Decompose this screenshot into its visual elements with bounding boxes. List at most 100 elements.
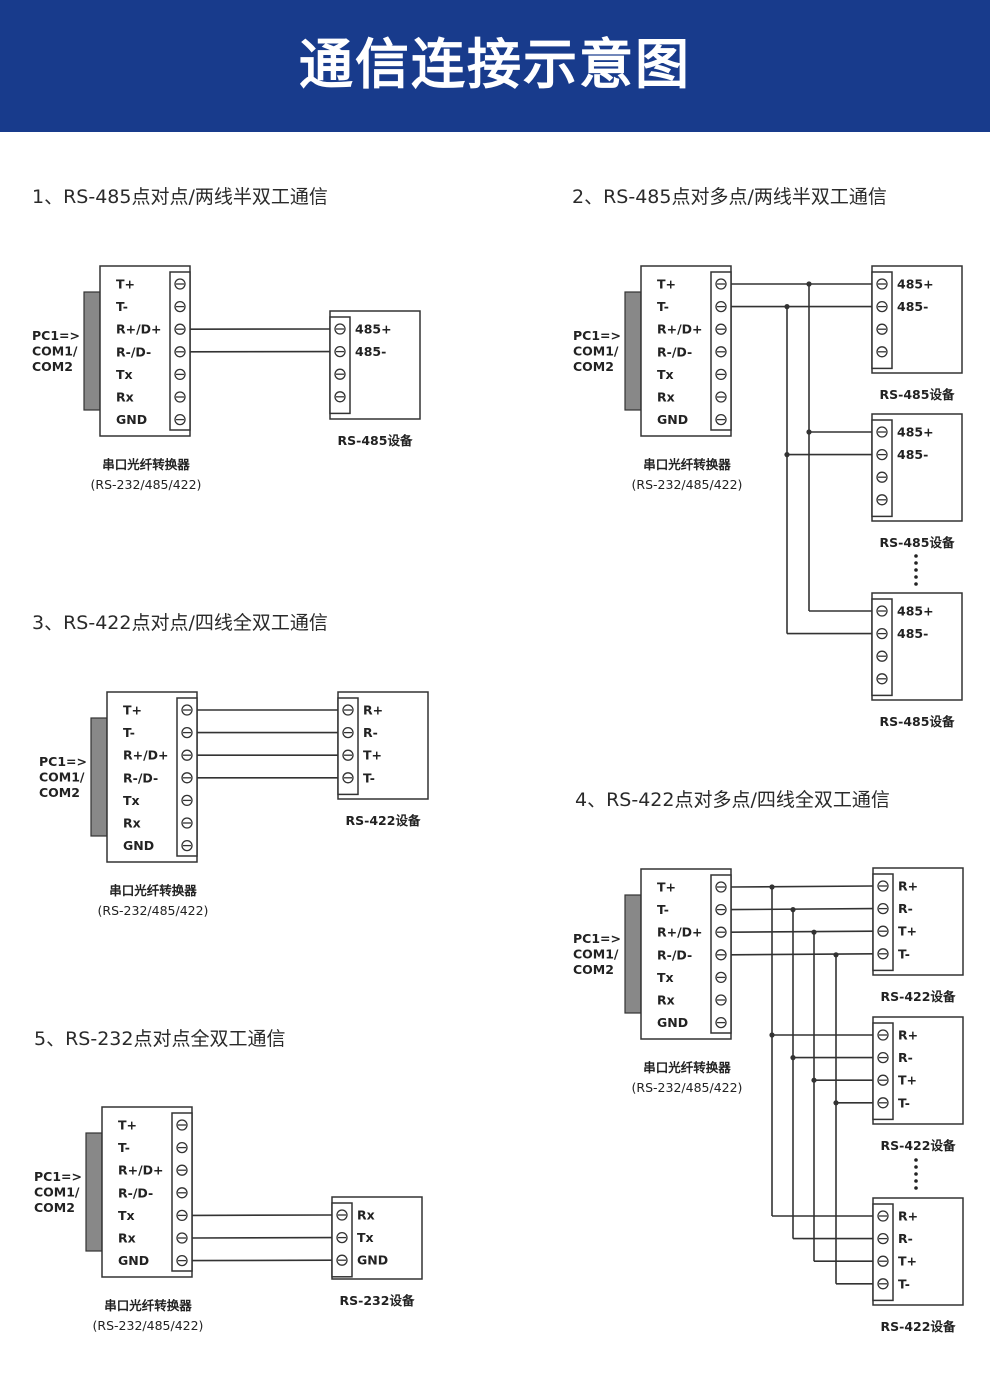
rs422-device-4-3: R+R-T+T-RS-422设备 <box>872 1197 964 1334</box>
device-pin-T+: T+ <box>898 924 917 939</box>
converter-2: T+T-R+/D+R-/D-TxRxGNDPC1=>COM1/COM2串口光纤转… <box>573 265 743 492</box>
terminal-screw <box>176 1164 188 1176</box>
device-terminal-strip <box>872 873 894 972</box>
terminal-screw <box>715 346 727 358</box>
device-pin-R+: R+ <box>898 1028 918 1043</box>
pin-label-Tx: Tx <box>657 367 674 382</box>
device-screw <box>877 1051 889 1064</box>
device-pin-485-: 485- <box>355 344 386 359</box>
pin-label-R-/D-: R-/D- <box>118 1185 153 1200</box>
pin-label-R+/D+: R+/D+ <box>123 748 169 763</box>
section-5-title: 5、RS-232点对点全双工通信 <box>34 1028 286 1050</box>
terminal-screw <box>715 278 727 290</box>
section-1-title: 1、RS-485点对点/两线半双工通信 <box>32 186 328 208</box>
junction-dot <box>769 1032 775 1038</box>
terminal-screw <box>174 300 186 313</box>
pin-label-GND: GND <box>116 412 147 427</box>
converter-caption: 串口光纤转换器 <box>643 1060 731 1075</box>
terminal-screw <box>181 726 193 739</box>
terminal-screw <box>174 323 186 335</box>
device-pin-Rx: Rx <box>357 1208 375 1223</box>
device-screw <box>876 494 888 506</box>
terminal-screw <box>181 839 193 852</box>
ellipsis-dot <box>914 1165 918 1169</box>
device-pin-T-: T- <box>898 1095 910 1110</box>
device-pin-485+: 485+ <box>897 604 934 619</box>
terminal-screw <box>174 278 186 290</box>
pin-label-T+: T+ <box>657 277 676 292</box>
device-screw <box>876 471 888 483</box>
converter-4: T+T-R+/D+R-/D-TxRxGNDPC1=>COM1/COM2串口光纤转… <box>573 868 742 1095</box>
ellipsis-dot <box>914 554 918 558</box>
pc-com-label: COM1/ <box>34 1185 80 1200</box>
junction-dot <box>806 429 812 435</box>
pin-label-GND: GND <box>657 1015 688 1030</box>
rs422-device-3: R+R-T+T-RS-422设备 <box>337 691 429 828</box>
junction-dot <box>784 452 790 458</box>
pin-label-R-/D-: R-/D- <box>123 770 158 785</box>
device-pin-485+: 485+ <box>897 277 934 292</box>
device-pin-T+: T+ <box>363 748 382 763</box>
pin-label-Rx: Rx <box>657 993 675 1008</box>
converter-3: T+T-R+/D+R-/D-TxRxGNDPC1=>COM1/COM2串口光纤转… <box>39 691 209 918</box>
device-label: RS-422设备 <box>881 1319 956 1334</box>
device-pin-R+: R+ <box>898 879 918 894</box>
pin-label-Rx: Rx <box>116 390 134 405</box>
device-pin-Tx: Tx <box>357 1230 374 1245</box>
converter-5: T+T-R+/D+R-/D-TxRxGNDPC1=>COM1/COM2串口光纤转… <box>34 1106 204 1333</box>
device-pin-T-: T- <box>898 946 910 961</box>
device-terminal-strip <box>329 316 351 415</box>
device-terminal-strip <box>871 419 893 518</box>
converter-1: T+T-R+/D+R-/D-TxRxGNDPC1=>COM1/COM2串口光纤转… <box>32 265 202 492</box>
pin-label-R+/D+: R+/D+ <box>657 322 703 337</box>
section-2-title: 2、RS-485点对多点/两线半双工通信 <box>572 186 887 208</box>
device-label: RS-422设备 <box>881 989 956 1004</box>
pc-com-label: PC1=> <box>573 328 621 343</box>
ellipsis-dot <box>914 1158 918 1162</box>
device-pin-485-: 485- <box>897 299 928 314</box>
device-screw <box>877 1255 889 1267</box>
device-pin-R+: R+ <box>363 703 383 718</box>
device-screw <box>877 880 889 892</box>
db9-connector <box>83 291 101 411</box>
rs422-device-4-1: R+R-T+T-RS-422设备 <box>872 867 964 1004</box>
terminal-screw <box>176 1187 188 1199</box>
pc-com-label: COM2 <box>39 785 80 800</box>
ellipsis-dot <box>914 1179 918 1183</box>
terminal-screw <box>715 323 727 335</box>
device-screw <box>877 1029 889 1041</box>
device-label: RS-232设备 <box>340 1293 415 1308</box>
device-screw <box>334 368 346 380</box>
converter-model: (RS-232/485/422) <box>91 477 202 492</box>
device-screw <box>342 704 354 716</box>
device-pin-R-: R- <box>898 1050 913 1065</box>
device-screw <box>876 346 888 358</box>
converter-model: (RS-232/485/422) <box>98 903 209 918</box>
device-terminal-strip <box>872 1203 894 1302</box>
terminal-screw <box>715 971 727 984</box>
device-pin-R-: R- <box>363 725 378 740</box>
device-label: RS-485设备 <box>880 387 955 402</box>
device-label: RS-485设备 <box>880 535 955 550</box>
pin-label-GND: GND <box>657 412 688 427</box>
db9-connector <box>624 894 642 1014</box>
converter-model: (RS-232/485/422) <box>93 1318 204 1333</box>
device-screw <box>876 673 888 685</box>
terminal-screw <box>715 994 727 1006</box>
ellipsis-dot <box>914 561 918 565</box>
page-title: 通信连接示意图 <box>299 33 691 96</box>
device-screw <box>876 627 888 640</box>
header-banner: 通信连接示意图 <box>0 0 990 132</box>
device-label: RS-422设备 <box>881 1138 956 1153</box>
pc-com-label: COM1/ <box>39 770 85 785</box>
wire-422-bus-2 <box>730 930 874 933</box>
device-screw <box>876 605 888 617</box>
ellipsis-dot <box>914 582 918 586</box>
device-pin-485+: 485+ <box>355 322 392 337</box>
device-screw <box>334 345 346 358</box>
converter-caption: 串口光纤转换器 <box>643 457 731 472</box>
pin-label-Rx: Rx <box>118 1231 136 1246</box>
terminal-screw <box>174 391 186 403</box>
converter-model: (RS-232/485/422) <box>632 477 743 492</box>
junction-dot <box>811 1077 817 1083</box>
